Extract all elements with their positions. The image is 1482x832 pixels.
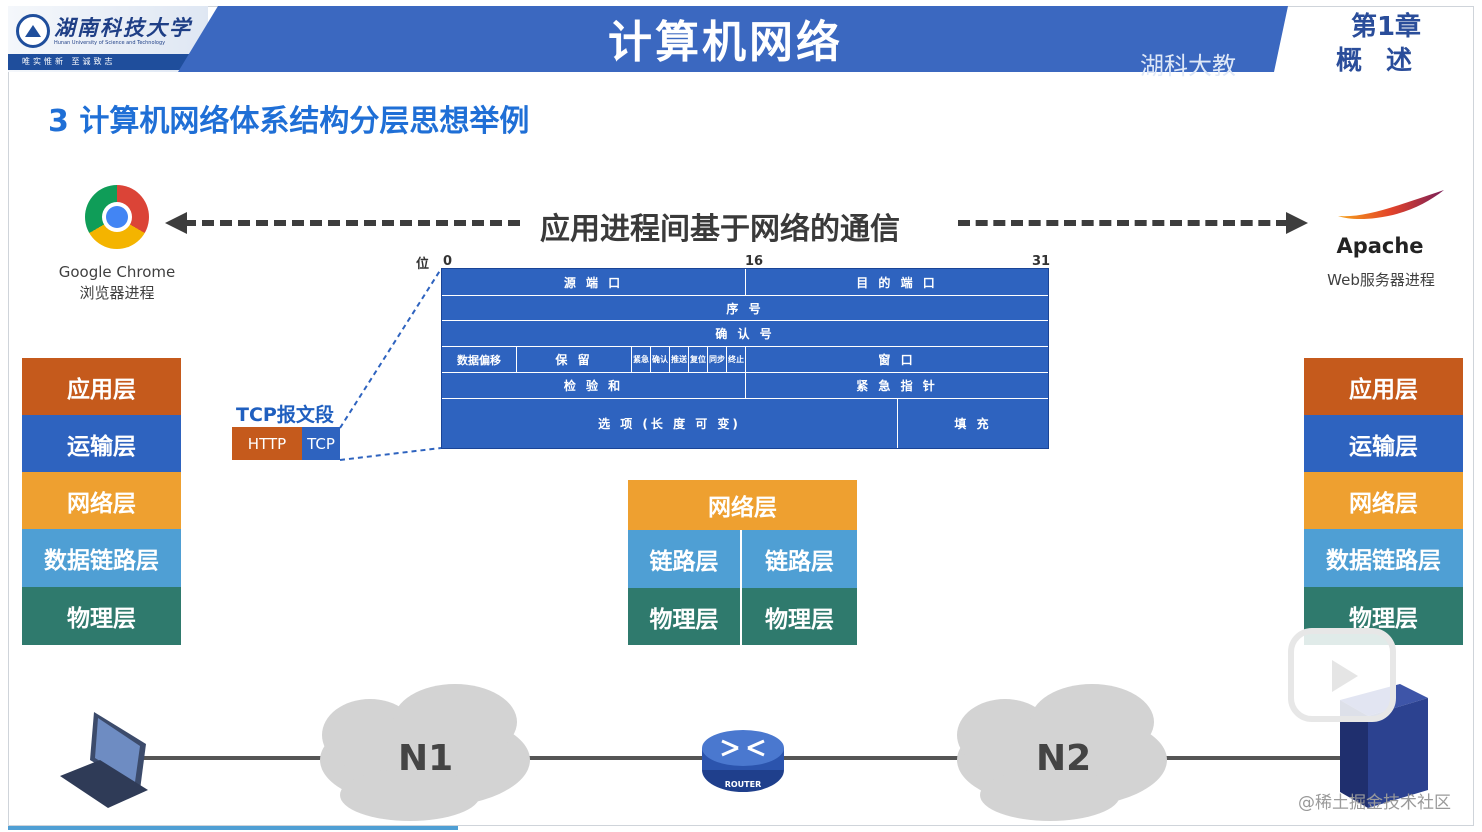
tcp-options: 选 项 (长 度 可 变) [442,399,898,448]
cloud-n2-icon [957,684,1167,821]
chrome-app-name: Google Chrome [58,263,176,281]
tcp-flag-syn: 同步 [708,347,727,372]
laptop-icon [60,712,148,808]
cloud-n1-icon [320,684,530,821]
play-button[interactable] [1288,628,1396,722]
tcp-segment-title: TCP报文段 [236,404,334,426]
left-application-layer: 应用层 [22,358,181,415]
right-application-layer: 应用层 [1304,358,1463,415]
left-transport-layer: 运输层 [22,415,181,472]
tcp-src-port: 源 端 口 [442,269,746,295]
communication-label: 应用进程间基于网络的通信 [540,212,900,247]
left-network-layer: 网络层 [22,472,181,529]
bit-31-label: 31 [1032,254,1051,269]
right-network-layer: 网络层 [1304,472,1463,529]
tcp-flag-ack: 确认 [651,347,670,372]
tcp-data-offset: 数据偏移 [442,347,517,372]
left-physical-layer: 物理层 [22,587,181,645]
segment-http-part: HTTP [232,427,302,460]
university-emblem-icon [16,14,50,48]
tcp-padding: 填 充 [954,417,992,431]
tcp-seq: 序 号 [726,301,764,316]
tcp-flag-rst: 复位 [689,347,708,372]
router-label: ROUTER [724,780,762,789]
apache-app-name: Apache [1336,234,1424,258]
section-subtitle: 3 计算机网络体系结构分层思想举例 [48,104,530,139]
right-transport-layer: 运输层 [1304,415,1463,472]
tcp-ack: 确 认 号 [715,327,775,341]
chapter-number: 第1章 [1350,12,1422,42]
router-network-layer: 网络层 [628,480,857,530]
router-link-layer-right: 链路层 [742,530,857,588]
apache-process-label: Web服务器进程 [1327,271,1435,289]
router-physical-layer-left: 物理层 [628,588,742,645]
bottom-watermark: @稀土掘金技术社区 [1298,793,1451,813]
title-band [178,6,1288,72]
router-physical-layer-right: 物理层 [742,588,857,645]
tcp-header-table: 源 端 口 目 的 端 口 序 号 确 认 号 数据偏移 保 留 紧急 确认 推… [441,268,1049,449]
segment-tcp-part: TCP [302,427,340,460]
university-eng-name: Hunan University of Science and Technolo… [54,40,166,46]
tcp-urgent-pointer: 紧 急 指 针 [856,379,938,393]
cloud-n1-label: N1 [398,738,454,779]
bit-16-label: 16 [745,254,764,269]
university-motto: 唯实惟新 至诚致志 [8,54,198,70]
chrome-process-label: 浏览器进程 [79,284,155,302]
apache-feather-icon [1338,190,1444,220]
chrome-icon [85,185,149,249]
router-icon [702,730,784,792]
bit-0-label: 0 [443,254,453,269]
arrow-left-icon [165,212,187,234]
chapter-name: 概述 [1336,46,1437,76]
video-progress-bar[interactable] [8,826,458,830]
slide-header: 湖南科技大学 Hunan University of Science and T… [8,6,1474,72]
tcp-checksum: 检 验 和 [442,373,746,398]
tcp-flag-psh: 推送 [670,347,689,372]
tcp-flag-urg: 紧急 [632,347,651,372]
university-name: 湖南科技大学 [54,15,192,40]
header-watermark: 湖科大教 [1140,52,1236,80]
arrow-right-icon [1286,212,1308,234]
tcp-flag-fin: 终止 [727,347,746,372]
router-link-layer-left: 链路层 [628,530,742,588]
left-datalink-layer: 数据链路层 [22,529,181,587]
dashed-line-left [184,220,520,226]
tcp-reserved: 保 留 [517,347,632,372]
dashed-line-right [958,220,1288,226]
tcp-dst-port: 目 的 端 口 [856,275,938,290]
right-datalink-layer: 数据链路层 [1304,529,1463,587]
slide-title: 计算机网络 [608,17,843,68]
play-icon [1332,660,1358,692]
tcp-window: 窗 口 [878,353,916,367]
cloud-n2-label: N2 [1036,738,1092,779]
bit-label: 位 [416,257,430,272]
university-logo: 湖南科技大学 Hunan University of Science and T… [8,6,208,72]
